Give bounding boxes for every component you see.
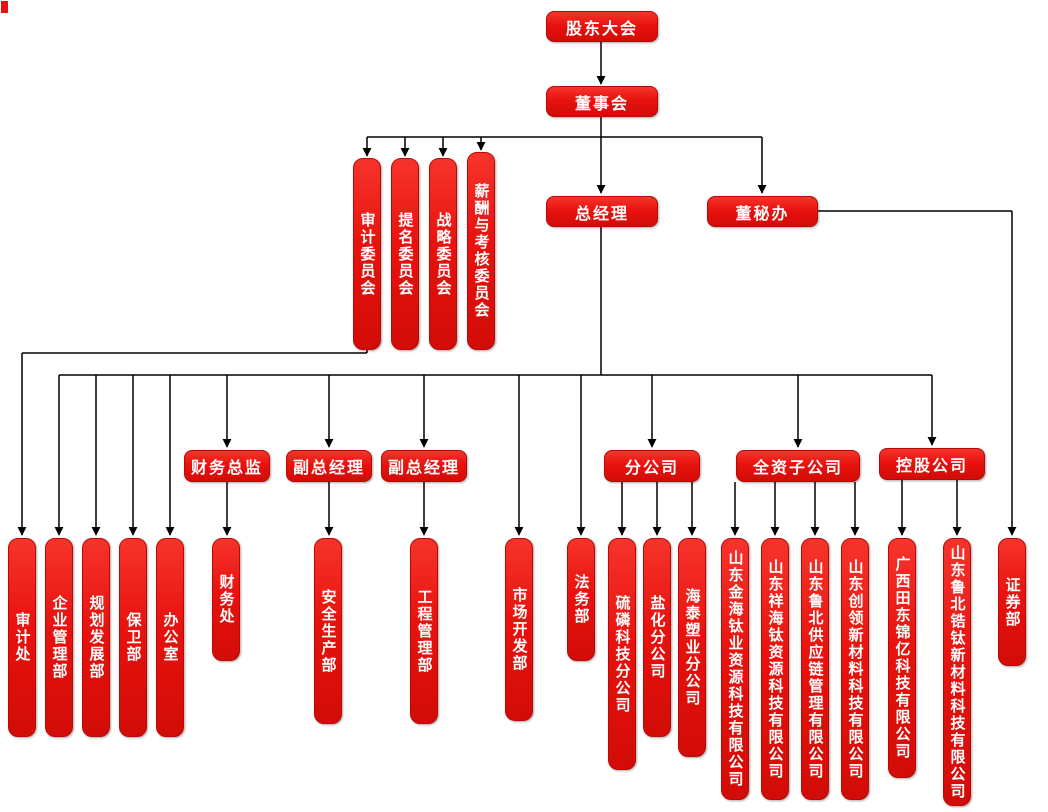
node-nomination-committee: 提名委员会 xyxy=(391,158,419,350)
node-label: 审计委员会 xyxy=(358,211,376,297)
node-lubei-zirconium-titanium-holding: 山东鲁北锆钛新材料科技有限公司 xyxy=(943,538,971,806)
node-enterprise-management-dept: 企业管理部 xyxy=(45,538,73,737)
node-label: 保卫部 xyxy=(124,612,142,663)
node-label: 提名委员会 xyxy=(396,211,414,297)
node-branch-companies-group: 分公司 xyxy=(604,450,700,482)
node-label: 证券部 xyxy=(1003,576,1021,628)
node-label: 全资子公司 xyxy=(752,460,843,477)
node-jinhai-titanium-subsidiary: 山东金海钛业资源科技有限公司 xyxy=(721,538,749,800)
node-general-office: 办公室 xyxy=(156,538,184,737)
node-label: 控股公司 xyxy=(895,458,968,475)
node-xianghai-titanium-subsidiary: 山东祥海钛资源科技有限公司 xyxy=(761,538,789,800)
node-holding-companies-group: 控股公司 xyxy=(879,448,985,480)
node-deputy-gm-2: 副总经理 xyxy=(381,450,467,482)
node-cfo: 财务总监 xyxy=(184,450,270,482)
node-label: 海泰塑业分公司 xyxy=(683,588,701,707)
node-label: 山东祥海钛资源科技有限公司 xyxy=(766,558,784,780)
node-label: 股东大会 xyxy=(565,20,638,38)
node-label: 副总经理 xyxy=(387,460,460,477)
node-label: 办公室 xyxy=(161,612,179,663)
node-haitai-plastics-branch: 海泰塑业分公司 xyxy=(678,538,706,757)
node-label: 工程管理部 xyxy=(415,588,433,674)
node-board-secretary-office: 董秘办 xyxy=(707,196,818,227)
node-shareholders-meeting: 股东大会 xyxy=(546,11,658,42)
node-label: 广西田东锦亿科技有限公司 xyxy=(893,556,911,760)
node-label: 山东鲁北供应链管理有限公司 xyxy=(806,558,824,780)
node-guangxi-tiandong-jinyi-holding: 广西田东锦亿科技有限公司 xyxy=(888,538,916,778)
node-label: 盐化分公司 xyxy=(648,595,666,680)
node-label: 企业管理部 xyxy=(50,595,68,680)
node-label: 分公司 xyxy=(624,460,679,477)
node-label: 山东金海钛业资源科技有限公司 xyxy=(726,550,744,788)
node-general-manager: 总经理 xyxy=(546,196,658,227)
node-label: 战略委员会 xyxy=(434,211,452,297)
node-lubei-supply-chain-subsidiary: 山东鲁北供应链管理有限公司 xyxy=(801,538,829,800)
node-label: 山东鲁北锆钛新材料科技有限公司 xyxy=(948,544,966,800)
node-engineering-management-dept: 工程管理部 xyxy=(410,538,438,724)
node-securities-dept: 证券部 xyxy=(998,538,1026,666)
node-security-dept: 保卫部 xyxy=(119,538,147,737)
node-deputy-gm-1: 副总经理 xyxy=(286,450,372,482)
node-label: 董秘办 xyxy=(735,205,790,223)
node-salt-chemical-branch: 盐化分公司 xyxy=(643,538,671,737)
node-audit-committee: 审计委员会 xyxy=(353,158,381,350)
node-label: 法务部 xyxy=(572,574,590,625)
node-remuneration-appraisal-committee: 薪酬与考核委员会 xyxy=(467,152,495,350)
node-label: 财务处 xyxy=(217,574,235,625)
node-label: 财务总监 xyxy=(190,460,263,477)
node-label: 安全生产部 xyxy=(319,588,337,674)
node-planning-development-dept: 规划发展部 xyxy=(82,538,110,737)
node-chuangling-new-materials-subsidiary: 山东创领新材料科技有限公司 xyxy=(841,538,869,800)
node-strategy-committee: 战略委员会 xyxy=(429,158,457,350)
node-label: 薪酬与考核委员会 xyxy=(472,183,490,319)
node-board-of-directors: 董事会 xyxy=(546,86,658,117)
node-sulfur-phosphorus-branch: 硫磷科技分公司 xyxy=(608,538,636,770)
node-label: 硫磷科技分公司 xyxy=(613,594,631,714)
node-label: 市场开发部 xyxy=(510,587,528,672)
node-wholly-owned-subsidiaries-group: 全资子公司 xyxy=(736,450,860,482)
corner-artifact xyxy=(1,1,8,13)
node-audit-office: 审计处 xyxy=(8,538,36,737)
node-label: 副总经理 xyxy=(292,460,365,477)
node-label: 总经理 xyxy=(574,205,629,223)
node-finance-office: 财务处 xyxy=(212,538,240,661)
node-label: 董事会 xyxy=(574,95,629,113)
node-legal-dept: 法务部 xyxy=(567,538,595,661)
node-label: 山东创领新材料科技有限公司 xyxy=(846,558,864,780)
node-safety-production-dept: 安全生产部 xyxy=(314,538,342,724)
node-label: 规划发展部 xyxy=(87,595,105,680)
node-label: 审计处 xyxy=(13,612,31,663)
node-market-development-dept: 市场开发部 xyxy=(505,538,533,721)
